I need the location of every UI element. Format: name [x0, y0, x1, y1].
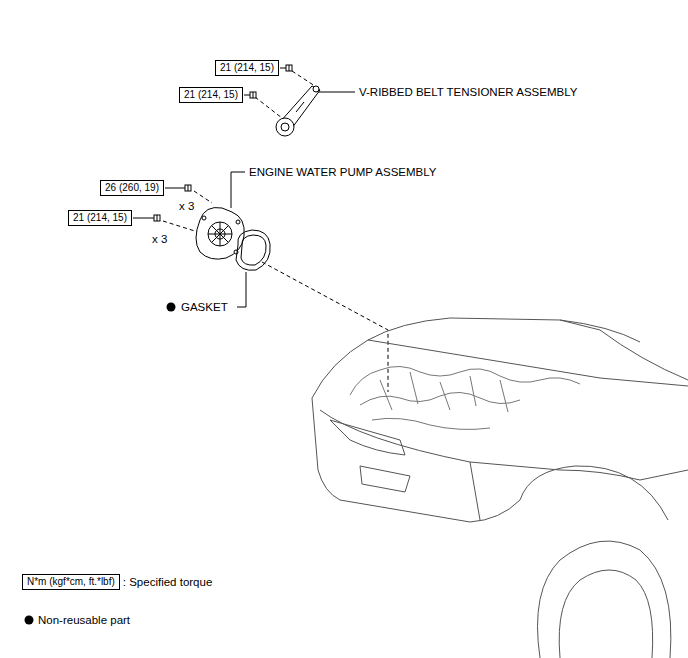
- torque-value: 21 (214, 15): [220, 62, 274, 74]
- torque-value: N*m (kgf*cm, ft.*lbf): [27, 576, 115, 588]
- assembly-lines: [163, 71, 388, 392]
- torque-value: 26 (260, 19): [105, 182, 159, 194]
- quantity-label: x 3: [178, 199, 195, 213]
- legend-torque-box: N*m (kgf*cm, ft.*lbf): [22, 574, 120, 590]
- bolts: [154, 65, 292, 221]
- torque-box: 21 (214, 15): [68, 210, 132, 226]
- legend-text: Non-reusable part: [38, 613, 130, 627]
- torque-box: 21 (214, 15): [179, 87, 243, 103]
- torque-box: 21 (214, 15): [215, 60, 279, 76]
- legend-dot: [25, 616, 34, 625]
- leader-lines: [133, 68, 355, 307]
- torque-value: 21 (214, 15): [184, 89, 238, 101]
- tensioner-drawing: [276, 86, 320, 136]
- part-name: V-RIBBED BELT TENSIONER ASSEMBLY: [358, 85, 578, 99]
- part-name: ENGINE WATER PUMP ASSEMBLY: [248, 165, 437, 179]
- car-drawing: [312, 318, 688, 658]
- gasket-drawing: [236, 230, 270, 270]
- part-name: GASKET: [180, 300, 229, 314]
- non-reusable-dot: [167, 303, 176, 312]
- legend-text: : Specified torque: [123, 575, 213, 589]
- torque-value: 21 (214, 15): [73, 212, 127, 224]
- quantity-label: x 3: [151, 232, 168, 246]
- torque-box: 26 (260, 19): [100, 180, 164, 196]
